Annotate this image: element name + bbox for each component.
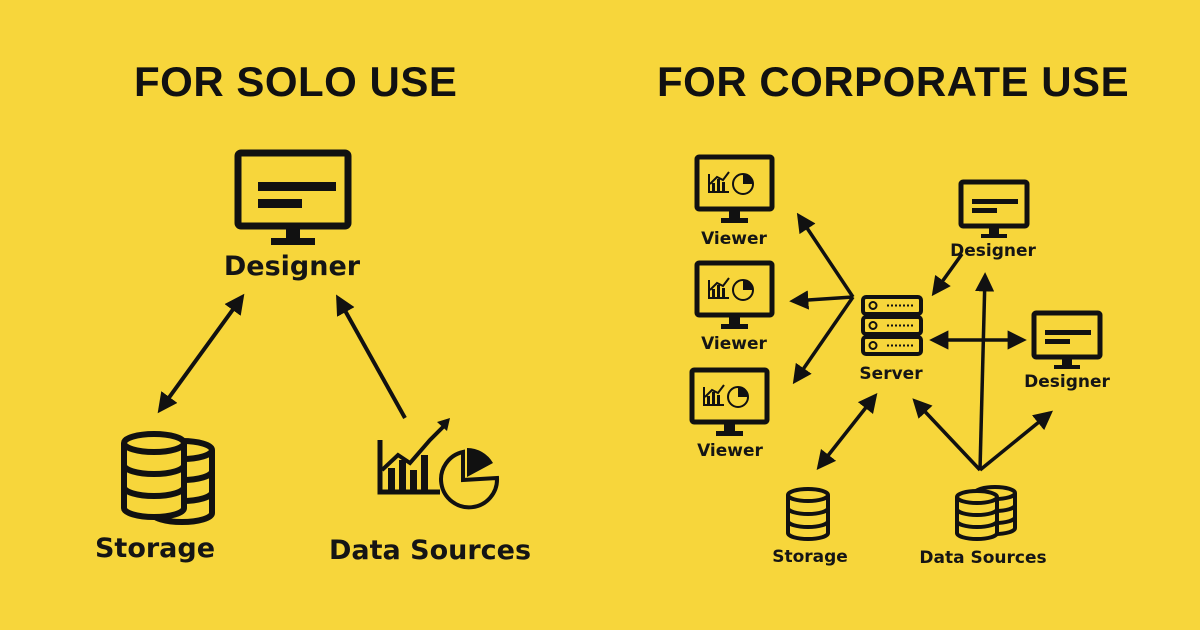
corp-data-sources-label: Data Sources [919,548,1047,568]
arrow-server-viewer-2 [789,290,854,310]
server-icon [861,295,923,356]
solo-arrow-datasources-designer [336,294,407,419]
corp-storage-label: Storage [772,547,848,567]
viewer-label-1: Viewer [701,229,767,249]
corp-designer-label-2: Designer [1024,372,1110,392]
viewer-label-3: Viewer [697,441,763,461]
corp-storage-database-icon [786,487,830,541]
corporate-title: FOR CORPORATE USE [657,58,1130,105]
viewer-label-2: Viewer [701,334,767,354]
viewer-monitor-icon-1 [694,154,775,223]
arrow-designer1-server [931,252,964,297]
solo-designer-monitor-icon [234,149,352,245]
corp-data-sources-database-icon [955,485,1017,541]
solo-data-sources-chart-icon [377,418,500,510]
corp-designer-label-1: Designer [950,241,1036,261]
corp-designer-monitor-icon-1 [958,179,1030,238]
arrow-server-viewer-3 [792,296,855,385]
arrow-datasources-designer1 [974,272,995,471]
corp-designer-monitor-icon-2 [1031,310,1103,369]
solo-data-sources-label: Data Sources [328,535,532,566]
server-label: Server [859,364,923,384]
arrow-storage-server [816,392,878,471]
solo-storage-label: Storage [94,533,216,564]
arrow-server-viewer-1 [796,212,855,298]
solo-title: FOR SOLO USE [134,58,458,105]
solo-designer-label: Designer [223,251,361,282]
arrow-datasources-designer2 [978,410,1053,472]
corp-arrows [789,212,1053,472]
solo-arrow-storage-designer [157,293,245,414]
arrow-datasources-server [912,398,982,472]
viewer-monitor-icon-3 [689,367,770,436]
viewer-monitor-icon-2 [694,260,775,329]
solo-storage-database-icon [121,431,215,525]
